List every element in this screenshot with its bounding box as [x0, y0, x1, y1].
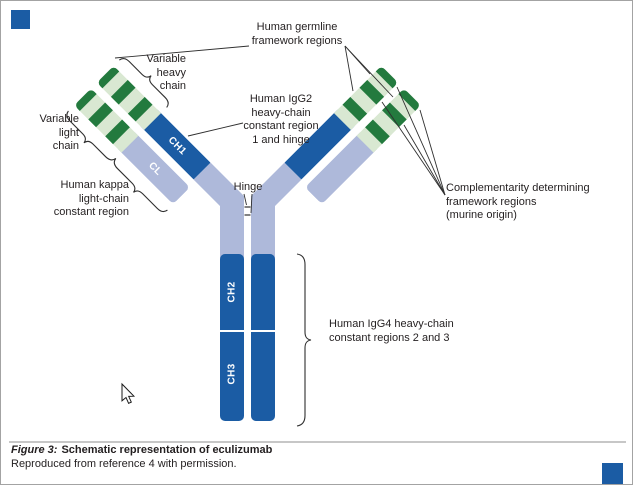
cl-region [117, 132, 191, 205]
arrow-cursor-icon [121, 382, 136, 404]
label-line: Variable [39, 113, 79, 125]
pointer-lines-cdr [381, 86, 446, 196]
label-line: Human germline [256, 21, 338, 33]
label-igg4-constant-regions: Human IgG4 heavy-chain constant regions … [329, 318, 494, 345]
ch2-label: CH2 [226, 281, 238, 303]
figure-title: Schematic representation of eculizumab [61, 444, 273, 456]
label-line: heavy [156, 66, 186, 79]
label-line: chain [52, 140, 79, 152]
label-line: light-chain [78, 192, 129, 205]
label-line: heavy-chain [251, 106, 311, 119]
pointer-lines-germline [114, 45, 394, 98]
hinge-bend-left [193, 162, 244, 259]
pointer-line-igg2 [187, 122, 244, 137]
variable-region [74, 88, 139, 153]
ch2-ch3-bar [220, 254, 244, 421]
label-cdr-murine: Complementarity determining framework re… [446, 182, 621, 223]
cdr-stripe [382, 102, 407, 128]
ch1-region [284, 109, 355, 180]
label-line: constant region [243, 120, 319, 132]
figure-credit: Reproduced from reference 4 with permiss… [11, 458, 237, 470]
label-hinge: Hinge [233, 181, 263, 193]
label-line: (murine origin) [446, 209, 517, 221]
label-variable-light-chain: Variable light chain [15, 113, 79, 154]
brace-variable-light [66, 110, 117, 161]
label-germline-framework: Human germline framework regions [217, 21, 377, 48]
cdr-stripe [105, 119, 130, 145]
label-line: Variable [146, 53, 186, 65]
label-variable-heavy-chain: Variable heavy chain [111, 53, 186, 94]
cdr-stripe [74, 88, 97, 111]
label-line: Human IgG2 [249, 93, 313, 105]
ch2-ch3-bar [251, 254, 275, 421]
cl-region [304, 132, 378, 205]
cdr-stripe [375, 65, 399, 89]
cdr-stripe [110, 79, 136, 105]
domain-divider [251, 330, 275, 332]
ch1-region [140, 109, 211, 180]
pointer-lines-hinge [243, 193, 253, 214]
corner-marker-bottom-right [602, 463, 623, 484]
cdr-stripe [96, 65, 120, 89]
ch3-label: CH3 [226, 363, 238, 385]
cdr-stripe [359, 79, 385, 105]
heavy-chain-left [96, 65, 211, 180]
label-line: framework regions [251, 34, 343, 47]
heavy-chain-right [284, 65, 399, 180]
light-chain-left [74, 88, 191, 205]
brace-igg4-constant [296, 253, 312, 427]
label-line: Human IgG4 heavy-chain [329, 318, 454, 330]
hinge-bonds [244, 206, 251, 216]
figure-number: Figure 3: [11, 444, 58, 456]
label-kappa-constant-region: Human kappa light-chain constant region [9, 179, 129, 220]
brace-kappa-constant [113, 158, 168, 213]
brace-variable-heavy [118, 57, 169, 108]
corner-marker-top-left [11, 10, 30, 29]
cdr-stripe [88, 102, 113, 128]
domain-divider [220, 330, 244, 332]
cdr-stripe [127, 96, 153, 122]
stem-right [251, 254, 275, 421]
label-line: constant region [53, 206, 129, 218]
variable-region [333, 65, 399, 131]
hinge-bend-right [251, 162, 302, 259]
label-line: 1 and hinge [252, 133, 310, 146]
stem-left [220, 254, 244, 421]
figure-caption: Figure 3:Schematic representation of ecu… [11, 444, 272, 456]
variable-region [96, 65, 162, 131]
cdr-stripe [365, 119, 390, 145]
label-line: constant regions 2 and 3 [329, 331, 450, 344]
label-igg2-constant-region: Human IgG2 heavy-chain constant region 1… [231, 93, 331, 147]
cdr-stripe [342, 96, 368, 122]
label-line: chain [159, 80, 186, 92]
label-line: Human kappa [60, 179, 130, 191]
cdr-stripe [398, 88, 421, 111]
label-line: framework regions [446, 195, 537, 208]
label-line: light [58, 126, 79, 139]
label-line: Complementarity determining [446, 182, 590, 194]
